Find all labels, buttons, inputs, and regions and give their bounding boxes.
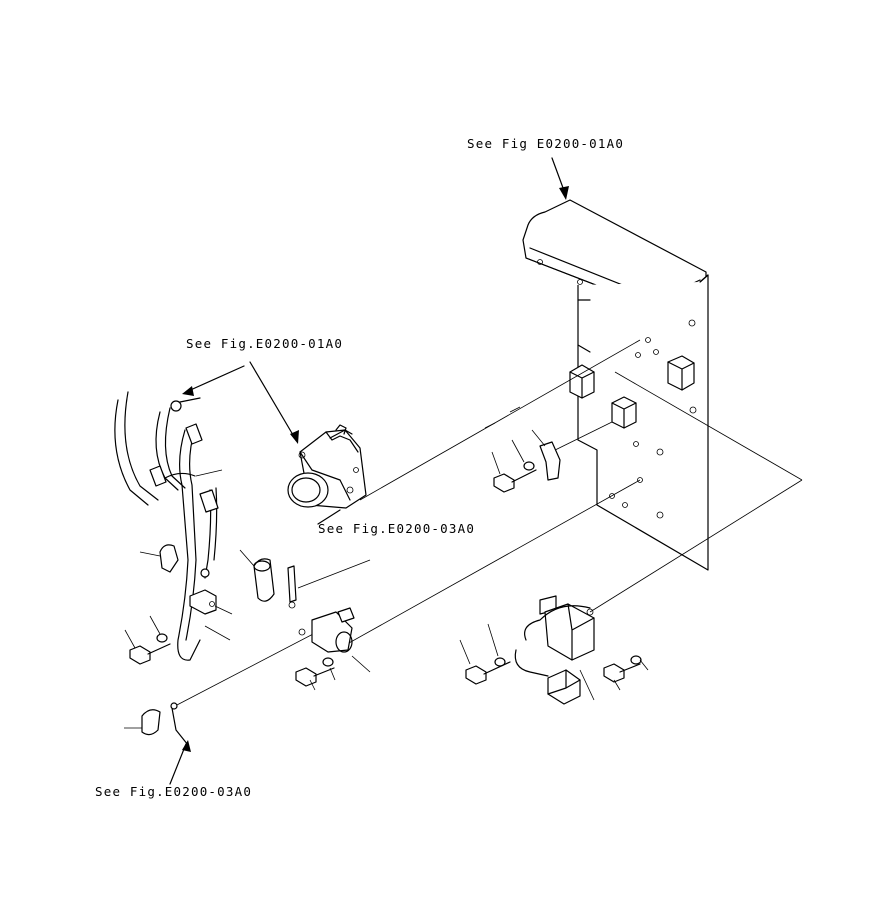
mounting-bracket-plate (522, 199, 709, 571)
reference-label-upper-left: See Fig.E0200-01A0 (186, 336, 344, 351)
wire-harness (114, 391, 223, 661)
terminal-boot-1 (159, 544, 179, 573)
starter-relay-assembly (287, 424, 367, 509)
small-parts-middle (239, 549, 371, 691)
mid-fasteners (491, 429, 561, 493)
reference-label-middle: See Fig.E0200-03A0 (318, 521, 476, 536)
spacer-block-2 (667, 355, 695, 391)
fuse-link (287, 565, 297, 603)
reference-label-top-right: See Fig E0200-01A0 (467, 136, 625, 151)
lower-relay-assembly (459, 595, 649, 705)
terminal-boot-2 (141, 709, 161, 736)
small-parts-left (124, 544, 233, 746)
bracket-plate (577, 274, 709, 571)
spacer-block-3 (611, 396, 637, 429)
reference-arrows (169, 157, 569, 785)
reference-label-bottom-left: See Fig.E0200-03A0 (95, 784, 253, 799)
rubber-sleeve (253, 558, 275, 602)
spacer-block-1 (569, 364, 595, 399)
